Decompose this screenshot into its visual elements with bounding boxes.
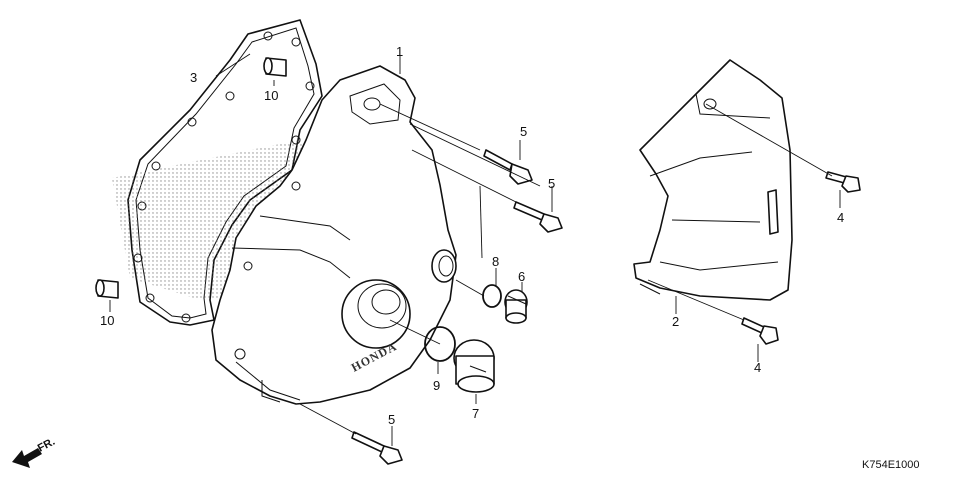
callouts: 1 3 10 5 5 4 8 6 10 2 4 9 7 5 xyxy=(100,44,844,427)
callout-8: 8 xyxy=(492,254,499,269)
callout-7: 7 xyxy=(472,406,479,421)
callout-3: 3 xyxy=(190,70,197,85)
left-crankcase-cover: HONDA xyxy=(211,65,457,405)
diagram-code: K754E1000 xyxy=(862,459,920,471)
front-direction-arrow: FR. xyxy=(12,436,57,468)
callout-10-upper: 10 xyxy=(264,88,278,103)
callout-1: 1 xyxy=(396,44,403,59)
callout-2: 2 xyxy=(672,314,679,329)
sprocket-cover xyxy=(633,59,793,301)
callout-9: 9 xyxy=(433,378,440,393)
callout-5-upper: 5 xyxy=(520,124,527,139)
callout-4-lower: 4 xyxy=(754,360,761,375)
bolt-4-lower xyxy=(741,317,779,345)
direction-label: FR. xyxy=(36,436,57,455)
dowel-pin-upper xyxy=(263,57,287,77)
dowel-pin-lower xyxy=(95,279,119,299)
callout-10-lower: 10 xyxy=(100,313,114,328)
leader-lines xyxy=(109,53,841,446)
cap-small xyxy=(504,289,528,324)
callout-5-middle: 5 xyxy=(548,176,555,191)
callout-6: 6 xyxy=(518,269,525,284)
bolt-lower xyxy=(351,431,403,465)
bolt-middle xyxy=(513,201,563,233)
o-ring-large xyxy=(424,326,456,362)
cap-large xyxy=(453,339,495,393)
callout-4-upper: 4 xyxy=(837,210,844,225)
bolt-4-upper xyxy=(825,171,861,193)
bolt-upper xyxy=(483,149,533,185)
callout-5-lower: 5 xyxy=(388,412,395,427)
o-ring-small xyxy=(482,284,502,308)
